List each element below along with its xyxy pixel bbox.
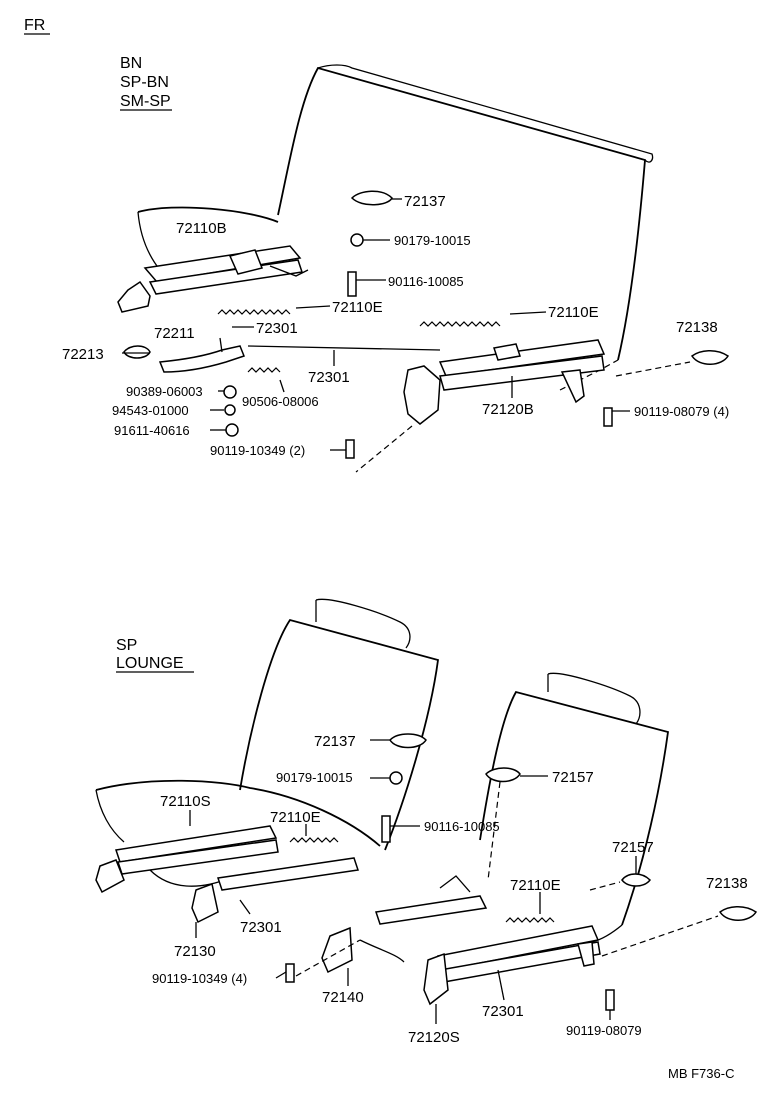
callout-72130: 72130 bbox=[174, 943, 216, 960]
callout-72110e-bottom-a: 72110E bbox=[270, 809, 321, 826]
bottom-small-parts bbox=[285, 733, 758, 1011]
bolt-90119-08079-bottom bbox=[605, 989, 615, 1011]
washer-90389 bbox=[223, 385, 237, 399]
figure-code: MB F736-C bbox=[668, 1066, 734, 1081]
callout-72110e-b: 72110E bbox=[548, 304, 599, 321]
seat-track-72110s bbox=[95, 825, 279, 894]
bolt-90116-top bbox=[347, 271, 357, 297]
callout-91611-40616: 91611-40616 bbox=[114, 423, 190, 438]
bottom-model-list: SP LOUNGE bbox=[116, 637, 194, 673]
right-seat bbox=[479, 672, 670, 943]
callout-90119-10349-4: 90119-10349 (4) bbox=[152, 971, 247, 986]
callout-72211: 72211 bbox=[154, 325, 195, 342]
spring-72110e-top-a bbox=[217, 309, 291, 315]
bottom-callouts: 72137 90179-10015 72157 72110S 72110E 90… bbox=[152, 733, 748, 1046]
callout-72138-bottom: 72138 bbox=[706, 875, 748, 892]
top-callouts: 72137 90179-10015 72110B 90116-10085 721… bbox=[62, 193, 729, 458]
left-seat bbox=[95, 598, 439, 851]
seat-track-72120b bbox=[355, 339, 606, 473]
callout-72157-b: 72157 bbox=[612, 839, 654, 856]
callout-90119-08079-bottom: 90119-08079 bbox=[566, 1023, 642, 1038]
callout-72138: 72138 bbox=[676, 319, 718, 336]
seat-track-72110b bbox=[117, 245, 309, 313]
callout-72301-bottom-b: 72301 bbox=[482, 1003, 524, 1020]
callout-72157-a: 72157 bbox=[552, 769, 594, 786]
fr-tag: FR bbox=[24, 17, 45, 34]
nut-90179-bottom bbox=[389, 771, 403, 785]
cover-72157-a bbox=[485, 767, 521, 783]
callout-72137-bottom: 72137 bbox=[314, 733, 356, 750]
bolt-90119-08079-top bbox=[603, 407, 613, 427]
cover-72137-top bbox=[350, 190, 393, 206]
top-small-parts bbox=[123, 190, 730, 459]
callout-90116-10085: 90116-10085 bbox=[388, 274, 464, 289]
top-model-list: BN SP-BN SM-SP bbox=[120, 55, 172, 111]
callout-72301-a: 72301 bbox=[256, 320, 298, 337]
callout-90179-10015-bottom: 90179-10015 bbox=[276, 770, 353, 785]
callout-72110s: 72110S bbox=[160, 793, 211, 810]
callout-72301-b: 72301 bbox=[308, 369, 350, 386]
bolt-90119-10349-bottom bbox=[285, 963, 295, 983]
callout-90389-06003: 90389-06003 bbox=[126, 384, 203, 399]
seat-track-72120s bbox=[423, 925, 601, 1006]
callout-72110e-a: 72110E bbox=[332, 299, 383, 316]
top-model-sp-bn: SP-BN bbox=[120, 74, 169, 91]
callout-72213: 72213 bbox=[62, 346, 104, 363]
callout-72140: 72140 bbox=[322, 989, 364, 1006]
nut-91611 bbox=[225, 423, 239, 437]
nut-90179-top bbox=[350, 233, 364, 247]
callout-72110e-bottom-b: 72110E bbox=[510, 877, 561, 894]
callout-72120s: 72120S bbox=[408, 1029, 460, 1046]
bolt-90119-10349-top bbox=[345, 439, 355, 459]
top-model-sm-sp: SM-SP bbox=[120, 93, 171, 110]
cover-72157-b bbox=[621, 873, 651, 887]
callout-72110b: 72110B bbox=[176, 220, 227, 237]
bolt-90116-bottom bbox=[381, 815, 391, 843]
cover-72138-bottom bbox=[718, 906, 758, 921]
callout-90119-08079-4: 90119-08079 (4) bbox=[634, 404, 729, 419]
bottom-model-sp: SP bbox=[116, 637, 137, 654]
bottom-model-lounge: LOUNGE bbox=[116, 655, 184, 672]
seat-track-72130 bbox=[191, 857, 359, 924]
callout-90179-10015: 90179-10015 bbox=[394, 233, 471, 248]
callout-90506-08006: 90506-08006 bbox=[242, 394, 319, 409]
seat-track-72140 bbox=[321, 875, 488, 974]
top-leader-lines bbox=[122, 198, 691, 451]
callout-72120b: 72120B bbox=[482, 401, 534, 418]
spring-72301-top bbox=[247, 367, 281, 373]
top-model-bn: BN bbox=[120, 55, 142, 72]
lever-72211 bbox=[158, 345, 245, 373]
cover-72137-bottom bbox=[389, 733, 427, 749]
spring-72110e-bottom-a bbox=[289, 837, 339, 843]
callout-90116-10085-bottom: 90116-10085 bbox=[424, 819, 500, 834]
spring-72110e-bottom-b bbox=[505, 917, 555, 923]
cover-72138-top bbox=[690, 350, 730, 365]
callout-72301-bottom-a: 72301 bbox=[240, 919, 282, 936]
spring-72110e-top-b bbox=[419, 321, 501, 327]
callout-94543-01000: 94543-01000 bbox=[112, 403, 189, 418]
washer-94543 bbox=[224, 404, 236, 416]
callout-72137: 72137 bbox=[404, 193, 446, 210]
cover-72213 bbox=[123, 345, 151, 359]
bottom-leader-lines bbox=[189, 739, 719, 1024]
callout-90119-10349-2: 90119-10349 (2) bbox=[210, 443, 305, 458]
